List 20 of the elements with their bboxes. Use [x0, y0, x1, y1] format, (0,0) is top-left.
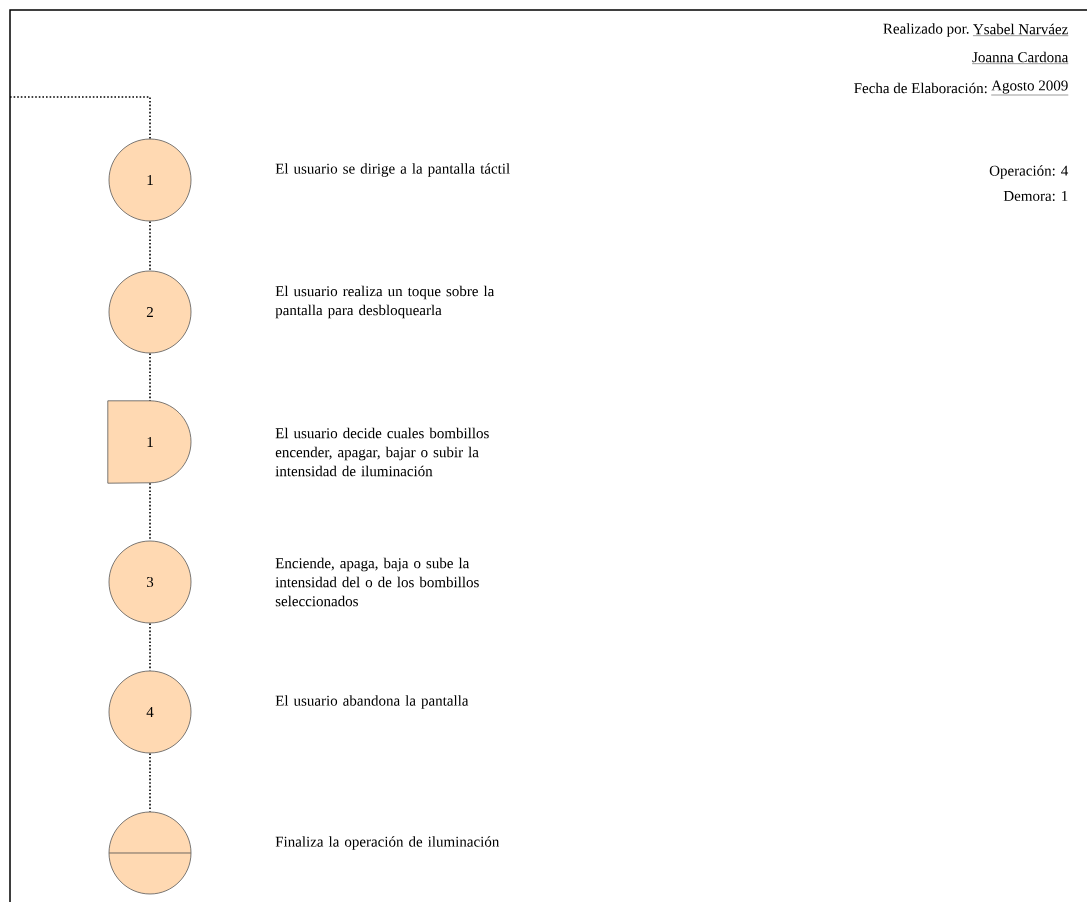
summary-text: Operación: 4 [989, 165, 1069, 179]
dotted-connector [149, 482, 151, 542]
terminal-circle [108, 811, 192, 895]
dotted-connector [149, 352, 151, 402]
step-description: El usuario abandona la pantalla [275, 695, 469, 709]
step-description: Finaliza la operación de iluminación [275, 836, 500, 850]
author-name: Ysabel Narváez [972, 23, 1069, 36]
dotted-connector [149, 622, 151, 672]
step-description: El usuario decide cuales bombillos encender, apagar, bajar o subir la intensidad de iluminación [275, 427, 489, 477]
step-description: Enciende, apaga, baja o sube la intensidad del o de los bombillos seleccionados [275, 557, 479, 607]
summary-text: Demora: 1 [1003, 190, 1068, 202]
date-value: Agosto 2009 [991, 80, 1069, 96]
dotted-connector [9, 96, 151, 140]
step-description: El usuario se dirige a la pantalla táctil [275, 163, 510, 177]
date-label: Fecha de Elaboración: [854, 82, 987, 94]
dotted-connector [149, 220, 151, 272]
step-description: El usuario realiza un toque sobre la pantalla para desbloquearla [275, 285, 495, 319]
dotted-connector [149, 752, 151, 813]
author-label: Realizado por. [883, 23, 969, 37]
author-name: Joanna Cardona [971, 51, 1069, 64]
